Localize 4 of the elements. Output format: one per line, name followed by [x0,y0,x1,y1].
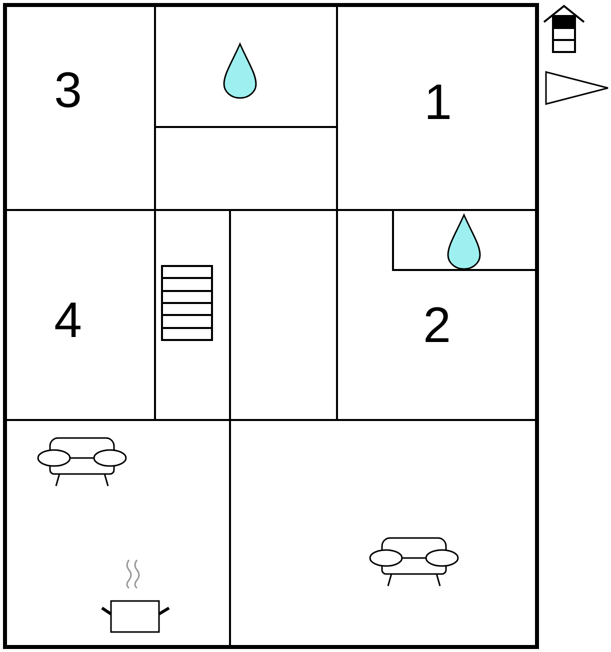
room-number: 2 [423,300,451,350]
room-number: 1 [424,77,452,127]
room-number: 4 [54,295,82,345]
room-number: 3 [54,65,82,115]
